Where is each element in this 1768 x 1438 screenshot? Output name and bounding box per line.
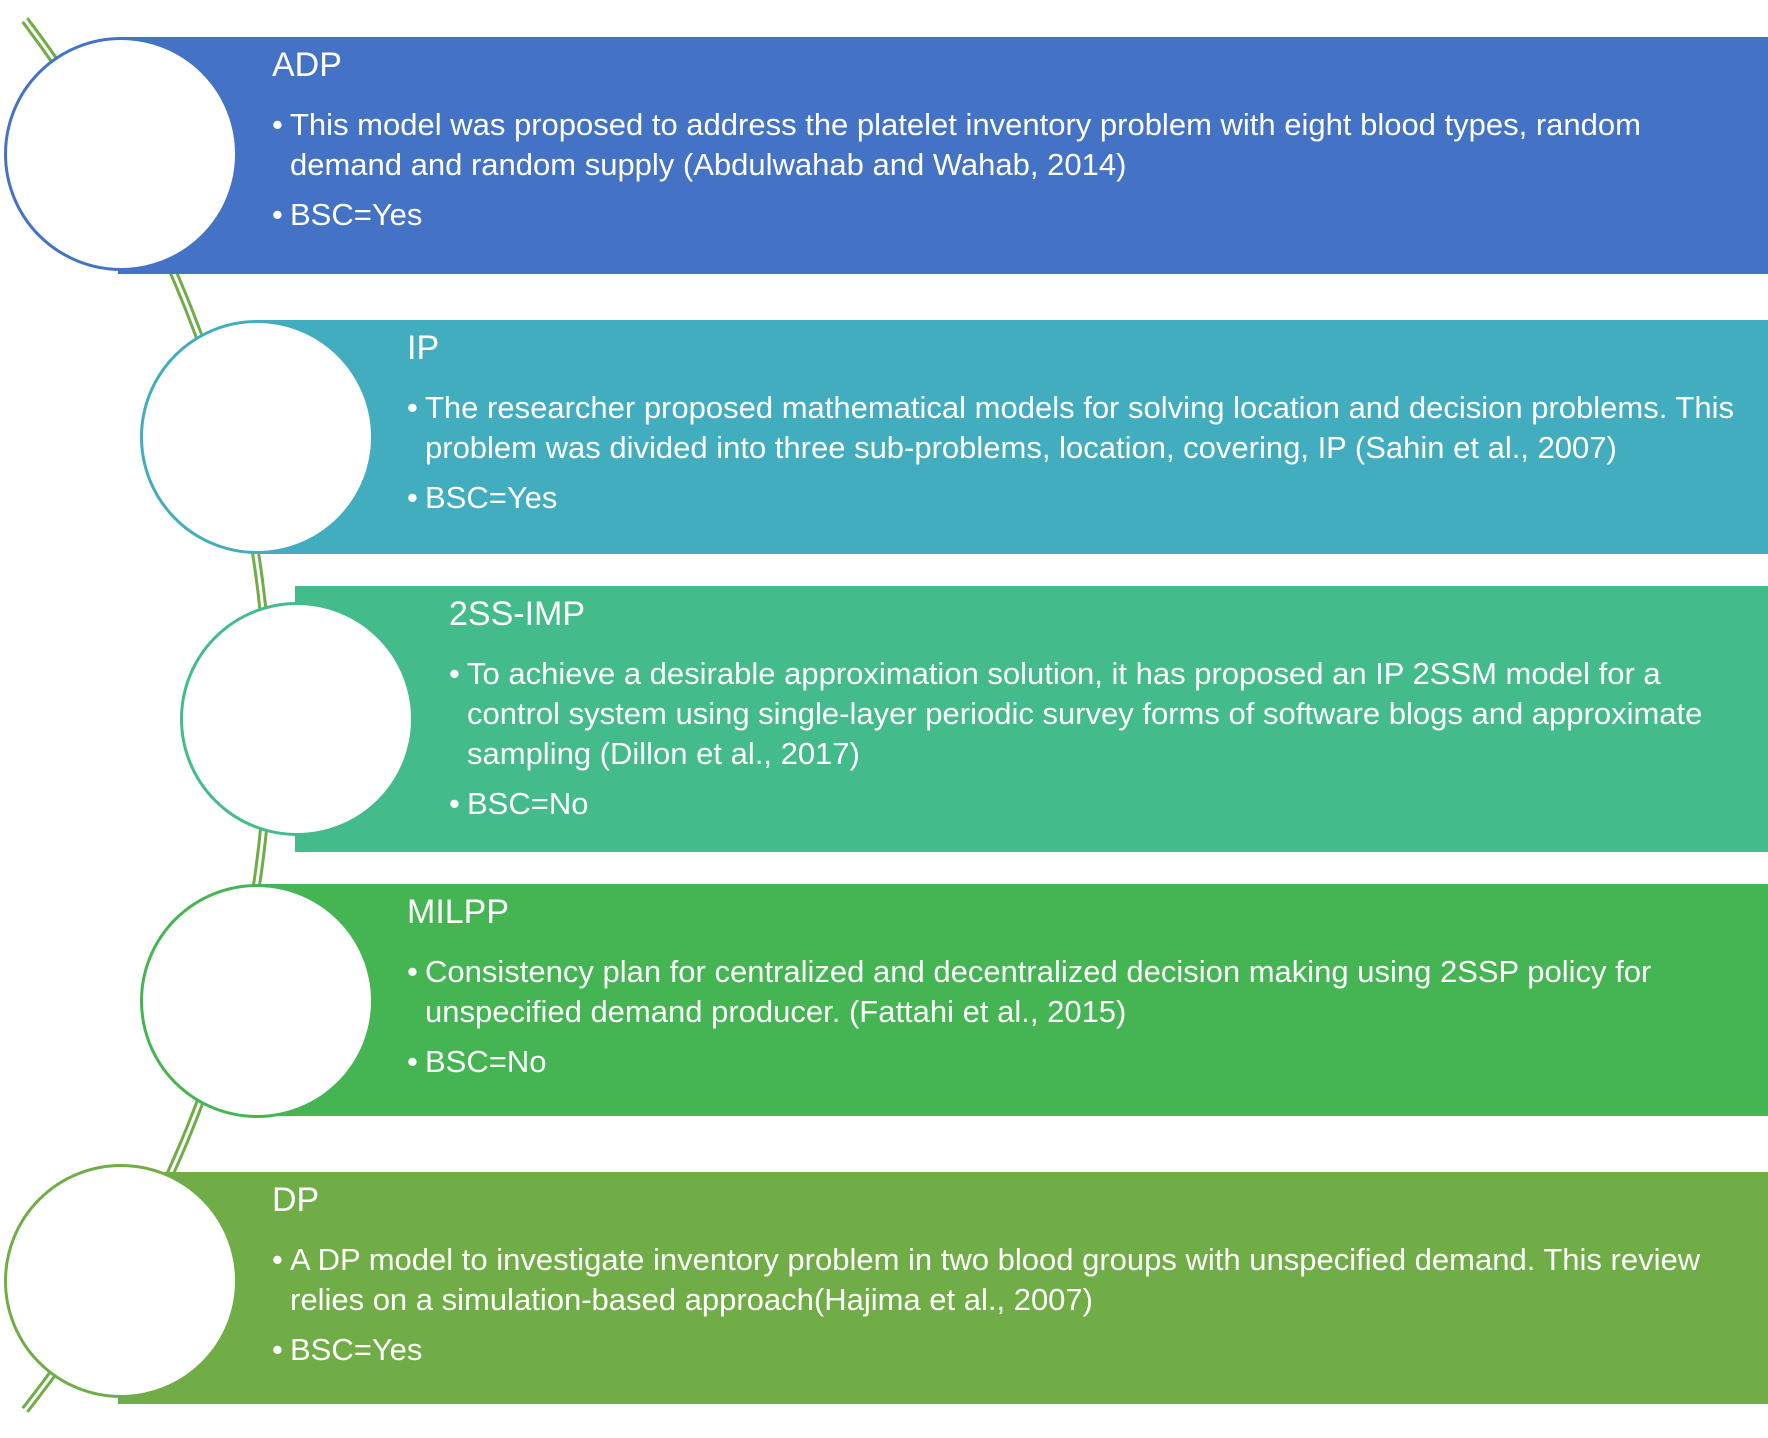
model-title: ADP <box>272 46 342 84</box>
model-band-milpp: MILPP Consistency plan for centralized a… <box>255 884 1768 1116</box>
model-circle-milpp <box>140 884 374 1118</box>
model-title: 2SS-IMP <box>449 595 586 633</box>
model-bullets: A DP model to investigate inventory prob… <box>272 1240 1752 1370</box>
model-description: The researcher proposed mathematical mod… <box>407 388 1757 468</box>
model-circle-adp <box>4 37 238 271</box>
model-bsc: BSC=Yes <box>272 195 1752 235</box>
model-title: MILPP <box>407 893 510 931</box>
model-description: Consistency plan for centralized and dec… <box>407 952 1757 1032</box>
model-circle-2ss-imp <box>180 602 414 836</box>
model-description: This model was proposed to address the p… <box>272 105 1752 185</box>
model-circle-ip <box>140 320 374 554</box>
model-band-adp: ADP This model was proposed to address t… <box>118 37 1768 274</box>
model-bsc: BSC=No <box>449 784 1759 824</box>
model-bullets: This model was proposed to address the p… <box>272 105 1752 235</box>
model-bsc: BSC=Yes <box>407 478 1757 518</box>
model-bsc: BSC=No <box>407 1042 1757 1082</box>
model-bullets: The researcher proposed mathematical mod… <box>407 388 1757 518</box>
model-title: DP <box>272 1181 320 1219</box>
model-band-ip: IP The researcher proposed mathematical … <box>255 320 1768 554</box>
model-title: IP <box>407 329 440 367</box>
model-circle-dp <box>4 1164 238 1398</box>
model-description: A DP model to investigate inventory prob… <box>272 1240 1752 1320</box>
model-band-dp: DP A DP model to investigate inventory p… <box>118 1172 1768 1404</box>
model-description: To achieve a desirable approximation sol… <box>449 654 1759 774</box>
model-bsc: BSC=Yes <box>272 1330 1752 1370</box>
model-bullets: Consistency plan for centralized and dec… <box>407 952 1757 1082</box>
model-bullets: To achieve a desirable approximation sol… <box>449 654 1759 824</box>
model-band-2ss-imp: 2SS-IMP To achieve a desirable approxima… <box>295 586 1768 852</box>
